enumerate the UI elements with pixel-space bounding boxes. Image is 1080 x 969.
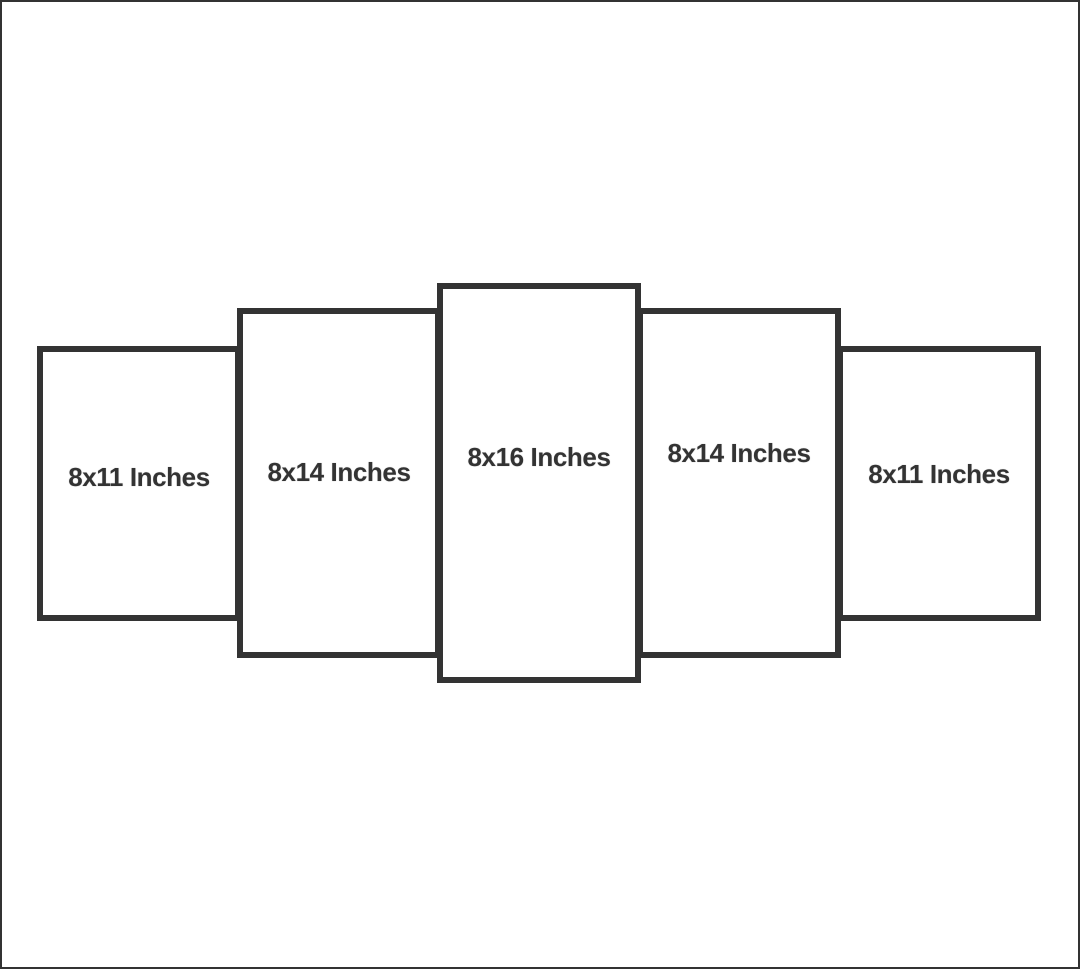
panel-size-label: 8x14 Inches: [267, 456, 411, 487]
panel-8x14-right: 8x14 Inches: [637, 308, 841, 658]
panel-size-label: 8x11 Inches: [868, 459, 1010, 489]
panel-8x16-center: 8x16 Inches: [437, 283, 641, 683]
panel-size-label: 8x11 Inches: [68, 462, 210, 492]
panel-size-label: 8x14 Inches: [667, 437, 811, 468]
panel-8x14-left: 8x14 Inches: [237, 308, 441, 658]
panel-8x11-left: 8x11 Inches: [37, 346, 241, 621]
panel-8x11-right: 8x11 Inches: [837, 346, 1041, 621]
panel-size-label: 8x16 Inches: [467, 441, 611, 472]
